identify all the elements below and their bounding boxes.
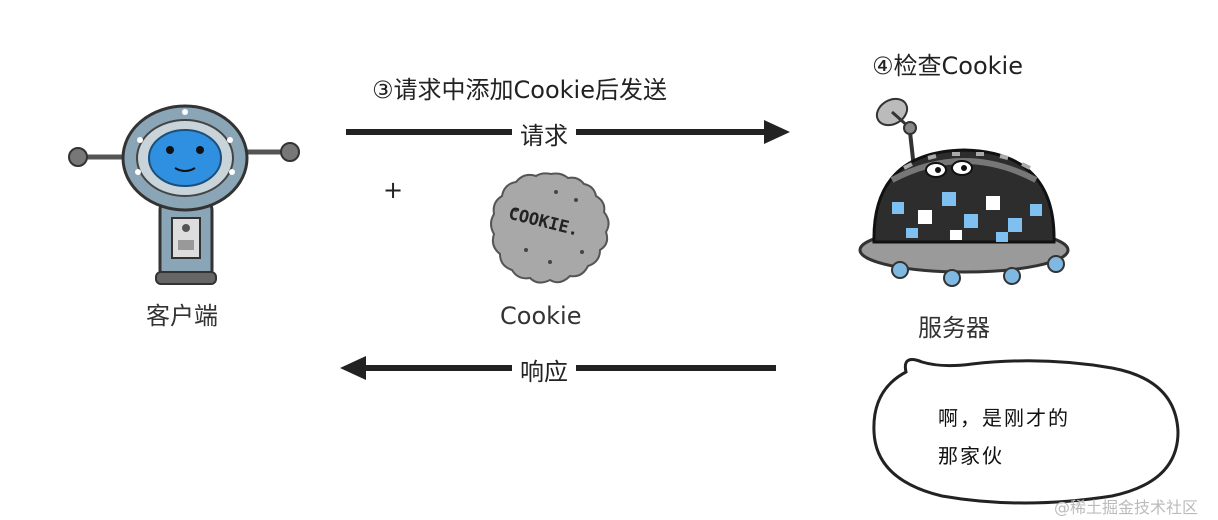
plus-sign: + — [383, 176, 404, 204]
step3-label: ③请求中添加Cookie后发送 — [372, 76, 667, 104]
watermark-text: @稀土掘金技术社区 — [1054, 498, 1199, 517]
client-robot-icon — [68, 104, 300, 285]
speech-bubble — [872, 358, 1180, 505]
server-robot-icon — [858, 97, 1070, 287]
request-label: 请求 — [512, 116, 576, 151]
speech-line1: 啊，是刚才的 — [938, 406, 1070, 430]
speech-line2: 那家伙 — [938, 444, 1004, 468]
step4-label: ④检查Cookie — [872, 52, 1023, 80]
cookie-icon: COOKIE. — [490, 172, 610, 284]
response-label: 响应 — [512, 352, 576, 387]
cookie-label: Cookie — [500, 302, 582, 330]
server-label: 服务器 — [918, 314, 990, 342]
client-label: 客户端 — [146, 302, 218, 330]
